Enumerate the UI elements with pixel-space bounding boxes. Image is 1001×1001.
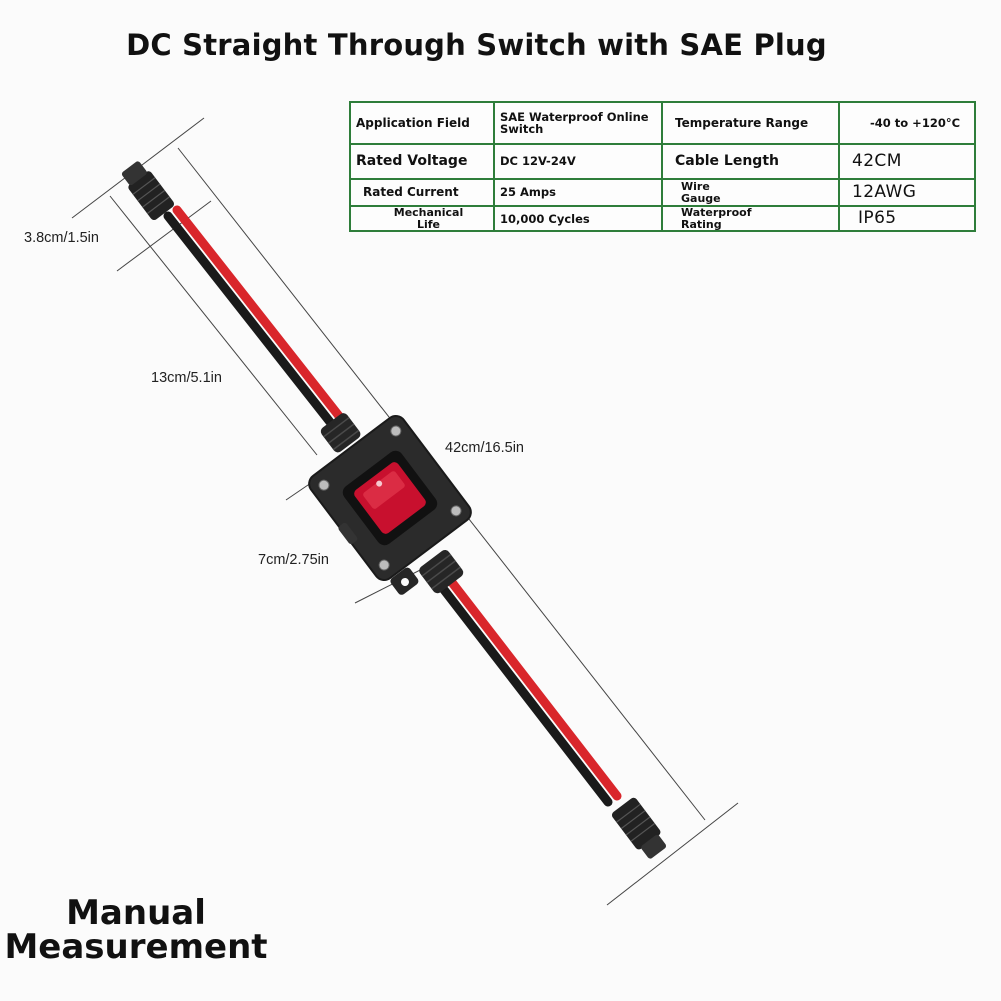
spec-label: Wire Gauge: [661, 178, 840, 207]
page-title: DC Straight Through Switch with SAE Plug: [126, 28, 827, 62]
spec-value: DC 12V-24V: [493, 143, 663, 180]
extension-line: [116, 200, 212, 272]
spec-value: 42CM: [838, 143, 976, 180]
spec-value: SAE Waterproof Online Switch: [493, 101, 663, 145]
dimension-line-13cm: [109, 195, 318, 456]
spec-label: Mechanical Life: [349, 204, 495, 233]
sae-plug-top: [121, 161, 175, 220]
spec-value: -40 to +120°C: [838, 101, 976, 145]
spec-row: Mechanical Life 10,000 Cycles Waterproof…: [349, 204, 976, 233]
sae-plug-bottom: [611, 797, 667, 859]
cable-gland-bottom: [419, 549, 464, 594]
mounting-tab: [390, 567, 419, 595]
spec-label: Cable Length: [661, 143, 840, 180]
cable-upper: [163, 205, 344, 427]
dimension-switch-width: 7cm/2.75in: [258, 552, 329, 568]
spec-row: Rated Voltage DC 12V-24V Cable Length 42…: [349, 143, 976, 180]
spec-label: Rated Voltage: [349, 143, 495, 180]
spec-label: Application Field: [349, 101, 495, 145]
spec-value: 12AWG: [838, 178, 976, 207]
extension-line: [606, 802, 739, 906]
spec-value: 10,000 Cycles: [493, 204, 663, 233]
spec-label: Waterproof Rating: [661, 204, 840, 233]
spec-table: Application Field SAE Waterproof Online …: [349, 101, 976, 233]
spec-value: 25 Amps: [493, 178, 663, 207]
dimension-lead-length: 13cm/5.1in: [151, 370, 222, 386]
dimension-total-length: 42cm/16.5in: [445, 440, 524, 456]
rocker-switch: [354, 462, 426, 534]
spec-label: Temperature Range: [661, 101, 840, 145]
switch-housing: [308, 414, 472, 582]
cable-gland-top: [320, 413, 361, 453]
cable-lower: [433, 571, 622, 807]
spec-label: Rated Current: [349, 178, 495, 207]
spec-row: Rated Current 25 Amps Wire Gauge 12AWG: [349, 178, 976, 207]
dimension-plug-length: 3.8cm/1.5in: [24, 230, 99, 246]
spec-value: IP65: [838, 204, 976, 233]
manual-measurement-note: Manual Measurement: [4, 893, 268, 967]
spec-row: Application Field SAE Waterproof Online …: [349, 101, 976, 145]
